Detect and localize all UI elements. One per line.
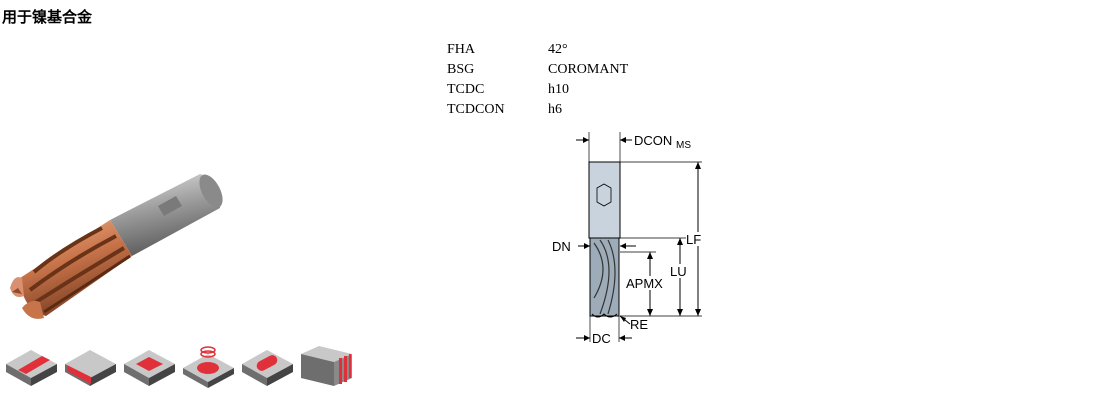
lu-label: LU xyxy=(670,264,687,279)
spec-row: BSG COROMANT xyxy=(447,60,628,80)
shoulder-milling-icon xyxy=(65,350,116,386)
spec-row: TCDC h10 xyxy=(447,80,628,100)
page-title: 用于镍基合金 xyxy=(2,8,93,26)
pocketing-icon xyxy=(124,350,175,386)
slotting-icon xyxy=(6,350,57,386)
side-milling-icon xyxy=(301,346,352,386)
dn-label: DN xyxy=(552,239,571,254)
dcon-label: DCON xyxy=(634,133,672,148)
spec-key: TCDC xyxy=(447,82,485,97)
re-label: RE xyxy=(630,317,648,332)
end-mill-image xyxy=(10,174,223,319)
spec-table: FHA 42° BSG COROMANT TCDC h10 TCDCON h6 xyxy=(447,40,628,120)
profile-slot-icon xyxy=(242,350,293,386)
dc-label: DC xyxy=(592,331,611,346)
operations-row xyxy=(4,344,354,388)
helical-interpolation-icon xyxy=(183,346,234,388)
spec-key: TCDCON xyxy=(447,102,505,117)
apmx-label: APMX xyxy=(626,276,663,291)
spec-value: h10 xyxy=(548,82,569,97)
dcon-subscript: MS xyxy=(676,140,691,151)
spec-row: TCDCON h6 xyxy=(447,100,628,120)
spec-row: FHA 42° xyxy=(447,40,628,60)
spec-value: h6 xyxy=(548,102,562,117)
lf-label: LF xyxy=(686,232,701,247)
spec-value: COROMANT xyxy=(548,62,629,77)
spec-key: FHA xyxy=(447,42,476,57)
spec-key: BSG xyxy=(447,62,475,77)
spec-value: 42° xyxy=(548,42,568,57)
technical-drawing: DCON MS LF LU APMX DN RE DC xyxy=(552,132,705,346)
